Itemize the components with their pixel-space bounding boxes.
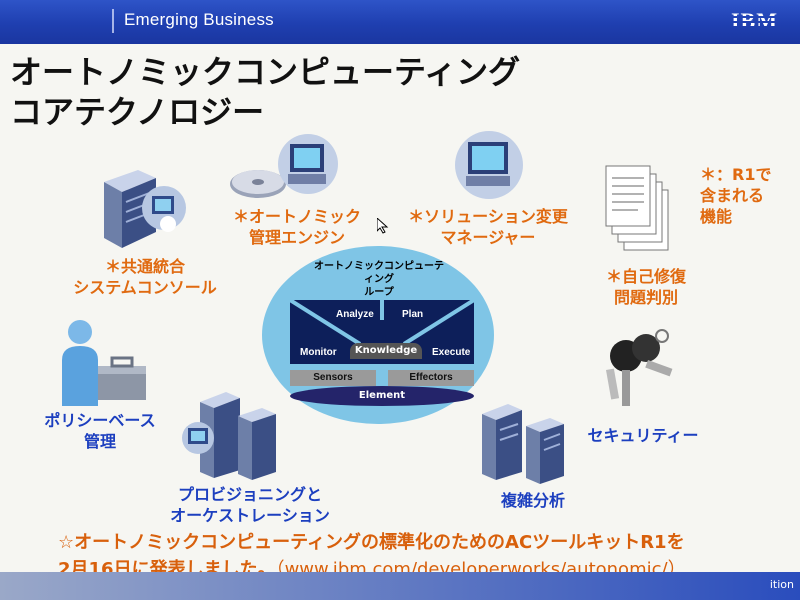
label-line: ＊オートノミック (232, 207, 361, 226)
label-line: ＊共通統合 (104, 257, 185, 276)
label-complex-analysis: 複雑分析 (500, 491, 565, 510)
label-line: 管理エンジン (248, 228, 345, 247)
keys-icon (606, 329, 673, 406)
label-security: セキュリティー (587, 426, 699, 445)
label-line: 含まれる (700, 186, 765, 205)
documents-icon (605, 165, 669, 251)
loop-effectors: Effectors (388, 370, 474, 386)
slide-title: オートノミックコンピューティング コアテクノロジー (10, 52, 520, 132)
label-line: 管理 (83, 432, 116, 451)
label-line: オーケストレーション (170, 506, 330, 525)
label-line: ＊自己修復 (605, 267, 686, 286)
loop-title: オートノミックコンピューティング ループ (312, 260, 446, 299)
loop-monitor: Monitor (300, 347, 337, 358)
label-line: 機能 (700, 207, 733, 226)
loop-lines (290, 300, 474, 346)
label-line: ＊ソリューション変更 (408, 207, 568, 226)
label-solution-manager: ＊ソリューション変更 マネージャー (398, 206, 578, 248)
loop-title-line: ループ (364, 287, 394, 298)
servers-icon (482, 404, 564, 484)
server-icon (104, 170, 186, 248)
label-autonomic-engine: ＊オートノミック 管理エンジン (232, 206, 362, 248)
ibm-logo: IBM (731, 8, 778, 33)
person-briefcase-icon (62, 320, 146, 406)
header-bar: Emerging Business IBM (0, 0, 800, 44)
loop-analyze: Analyze (336, 309, 374, 320)
label-provisioning: プロビジョニングと オーケストレーション (160, 484, 340, 526)
label-line: 問題判別 (613, 288, 678, 307)
monitor-icon (455, 131, 523, 199)
label-r1-note: ＊：R1で 含まれる 機能 (700, 164, 771, 227)
bottom-strip-text: ition (769, 578, 794, 591)
title-line-2: コアテクノロジー (10, 93, 265, 131)
loop-element: Element (290, 386, 474, 406)
title-line-1: オートノミックコンピューティング (10, 53, 521, 91)
header-separator (112, 9, 114, 33)
label-line: ポリシーベース (44, 411, 156, 430)
loop-plan: Plan (402, 309, 424, 320)
bottom-strip (0, 572, 800, 600)
label-policy-management: ポリシーベース 管理 (30, 410, 170, 452)
mouse-cursor-icon (377, 218, 389, 234)
label-system-console: ＊共通統合 システムコンソール (60, 256, 230, 298)
loop-sensors: Sensors (290, 370, 376, 386)
disk-monitor-icon (230, 134, 338, 198)
loop-title-line: オートノミックコンピューティング (314, 261, 444, 285)
loop-knowledge: Knowledge (350, 343, 422, 359)
loop-execute: Execute (432, 347, 471, 358)
label-line: プロビジョニングと (177, 485, 322, 504)
servers-icon (182, 392, 276, 480)
label-line: マネージャー (440, 228, 536, 247)
label-self-repair: ＊自己修復 問題判別 (586, 266, 706, 308)
header-title: Emerging Business (124, 10, 274, 29)
label-line: ＊：R1で (700, 165, 772, 184)
label-line: システムコンソール (73, 278, 217, 297)
footer-line-1: ☆オートノミックコンピューティングの標準化のためのACツールキットR1を (58, 532, 685, 553)
